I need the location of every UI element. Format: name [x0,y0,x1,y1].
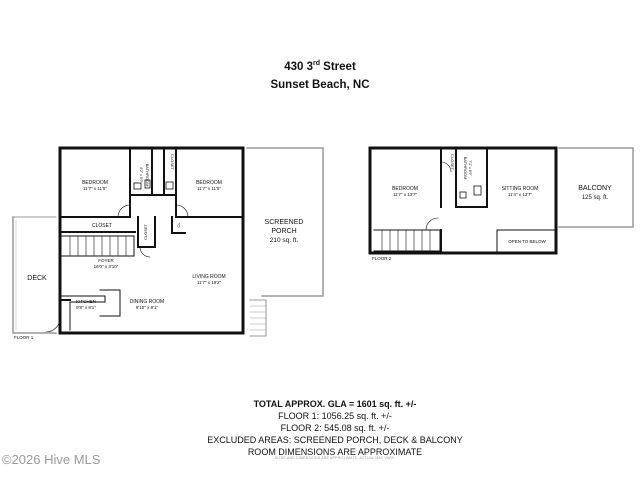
bed2-name: BEDROOM [196,180,222,186]
total-gla: TOTAL APPROX. GLA = 1601 sq. ft. +/- [253,399,417,409]
bed2-dims: 11'7" x 11'5" [197,186,221,191]
cl-label: CL [176,222,181,228]
excluded-areas: EXCLUDED AREAS: SCREENED PORCH, DECK & B… [207,435,463,445]
floor2-area: FLOOR 2: 545.08 sq. ft. +/- [280,423,390,433]
city-line: Sunset Beach, NC [270,79,370,91]
foyer-name: FOYER [98,258,114,263]
dimensions-note: ROOM DIMENSIONS ARE APPROXIMATE [247,447,423,457]
bath1-dims: 8'2" x 5'9" [139,167,143,183]
sitting-name: SITTING ROOM [502,186,539,192]
bath2-dims: 7'1" x 6'9" [468,160,472,176]
floor1-label: FLOOR 1 [14,335,34,340]
floor2-label: FLOOR 2 [372,256,392,261]
fine-print: SIZES AND DIMENSIONS ARE APPROXIMATE, AC… [274,456,396,460]
balcony-name: BALCONY [578,185,612,192]
open-below-label: OPEN TO BELOW [508,239,546,244]
deck-name: DECK [27,275,47,282]
sitting-dims: 11'4" x 13'7" [508,192,533,197]
porch-name-2: PORCH [271,228,296,235]
closet-c: CLOSET [143,223,148,240]
bed1-dims: 11'7" x 11'5" [83,186,107,191]
dining-dims: 9'10" x 8'1" [136,305,159,310]
bath1-name: BATHROOM [145,164,150,187]
closet-a: CLOSET [170,154,175,171]
watermark: ©2026 Hive MLS [2,452,101,467]
living-name: LIVING ROOM [192,274,225,280]
bed3-name: BEDROOM [392,186,418,192]
living-dims: 11'7" x 19'2" [197,280,222,285]
balcony-dims: 125 sq. ft. [582,195,609,201]
bed1-name: BEDROOM [82,180,108,186]
bed3-dims: 11'7" x 13'7" [393,192,418,197]
dining-name: DINING ROOM [130,299,164,305]
bath2-name: BATHROOM [463,157,468,180]
kitchen-name: KITCHEN [76,299,96,304]
closet-b: CLOSET [92,223,112,229]
address-line: 430 3rd Street [284,60,356,73]
porch-name-1: SCREENED [265,219,304,226]
closet-d: CLOSET [450,154,455,171]
foyer-dims: 16'0" x 3'10" [94,264,119,269]
porch-dims: 210 sq. ft. [270,237,299,244]
kitchen-dims: 9'8" x 8'1" [76,305,96,310]
floor1-area: FLOOR 1: 1056.25 sq. ft. +/- [278,411,392,421]
